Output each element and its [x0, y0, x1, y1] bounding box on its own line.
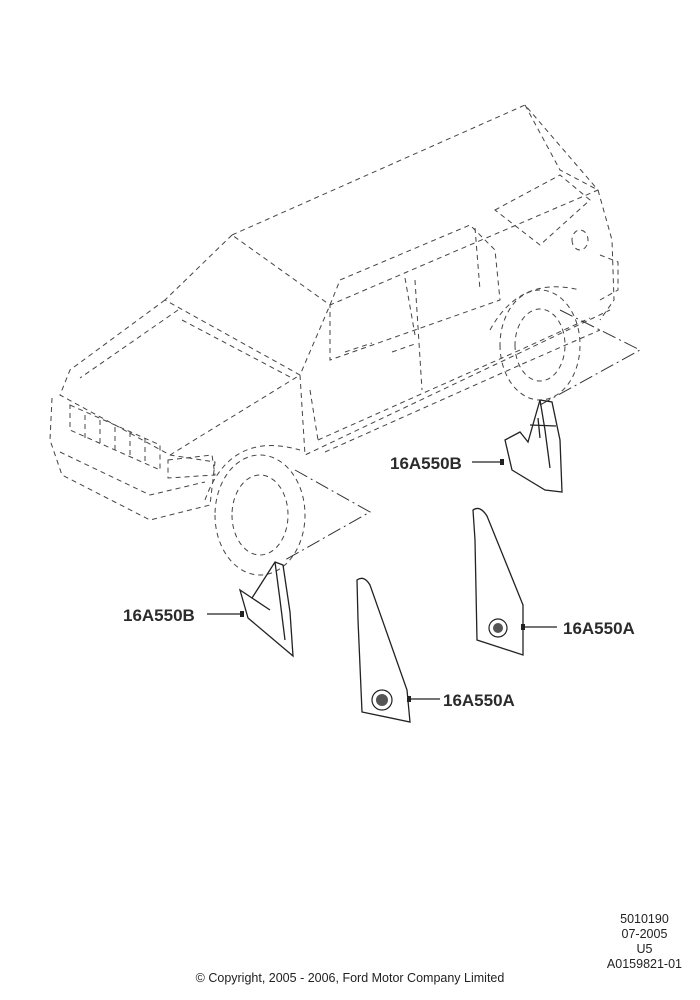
- callout-16a550a-rear: 16A550A: [563, 619, 635, 638]
- front-splash-guard-part: [238, 561, 294, 658]
- reference-market-line: U5: [636, 942, 653, 956]
- callout-16a550a-front: 16A550A: [443, 691, 515, 710]
- reference-codes: 5010190 07-2005 U5 A0159821-01: [607, 912, 682, 972]
- copyright-notice: © Copyright, 2005 - 2006, Ford Motor Com…: [195, 971, 505, 985]
- leader-lines: [207, 459, 557, 702]
- callout-16a550b-front: 16A550B: [123, 606, 195, 625]
- rear-splash-guard-part: [504, 399, 563, 493]
- assembly-center-lines: [284, 309, 642, 561]
- reference-code-line: 5010190: [620, 912, 669, 926]
- callout-16a550b-rear: 16A550B: [390, 454, 462, 473]
- vehicle-outline: [49, 104, 619, 576]
- front-wide-flap-part: [356, 577, 411, 723]
- reference-illustration-id: A0159821-01: [606, 957, 682, 971]
- rear-wide-flap-part: [472, 507, 524, 656]
- reference-date-line: 07-2005: [621, 927, 668, 941]
